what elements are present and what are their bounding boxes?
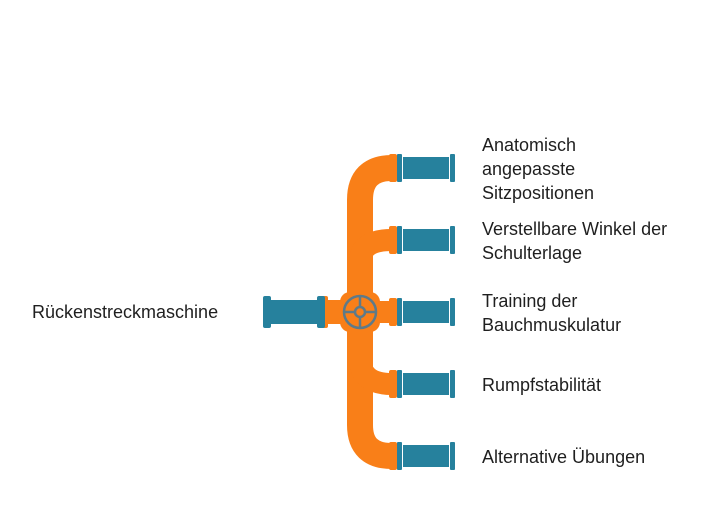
outlet-pipe-1-flange-left [397,226,402,254]
outlet-pipe-3-flange-right [450,370,455,398]
collar-2 [389,298,397,326]
outlet-pipe-0-body [403,157,449,179]
valve-body [340,292,380,332]
outlet-pipe-3 [397,370,455,398]
outlet-pipe-1 [397,226,455,254]
collar-0 [389,154,397,182]
outlet-pipe-1-flange-right [450,226,455,254]
collar-3 [389,370,397,398]
orange-pipe-network [322,154,397,470]
outlet-pipe-4-body [403,445,449,467]
inlet-pipe [263,296,325,328]
branch-label-0: Anatomisch angepasste Sitzpositionen [482,135,595,203]
outlet-pipe-4-flange-right [450,442,455,470]
outlet-pipe-4 [397,442,455,470]
outlet-pipe-2 [397,298,455,326]
outlet-pipe-2-flange-left [397,298,402,326]
source-label: Rückenstreckmaschine [32,302,219,322]
outlet-pipe-0 [397,154,455,182]
valve-wheel-icon [342,294,378,330]
inlet-pipe-flange-left [263,296,271,328]
outlet-pipe-2-flange-right [450,298,455,326]
branch-label-3: Rumpfstabilität [482,375,602,395]
outlet-pipe-0-flange-right [450,154,455,182]
trunk-top-elbow [347,155,393,315]
collar-1 [389,226,397,254]
outlet-pipe-4-flange-left [397,442,402,470]
branch-label-4: Alternative Übungen [482,447,646,467]
outlet-pipe-3-body [403,373,449,395]
outlet-pipe-2-body [403,301,449,323]
trunk-bottom-elbow [347,305,393,469]
branch-label-1: Verstellbare Winkel der Schulterlage [482,219,668,263]
branch-label-2: Training der Bauchmuskulatur [482,291,622,335]
inlet-pipe-flange-right [317,296,325,328]
junction-elbow-1 [349,229,393,264]
outlet-pipe-1-body [403,229,449,251]
inlet-pipe-body [268,300,320,324]
collar-4 [389,442,397,470]
outlet-pipe-0-flange-left [397,154,402,182]
junction-elbow-3 [349,357,393,395]
outlet-pipe-3-flange-left [397,370,402,398]
